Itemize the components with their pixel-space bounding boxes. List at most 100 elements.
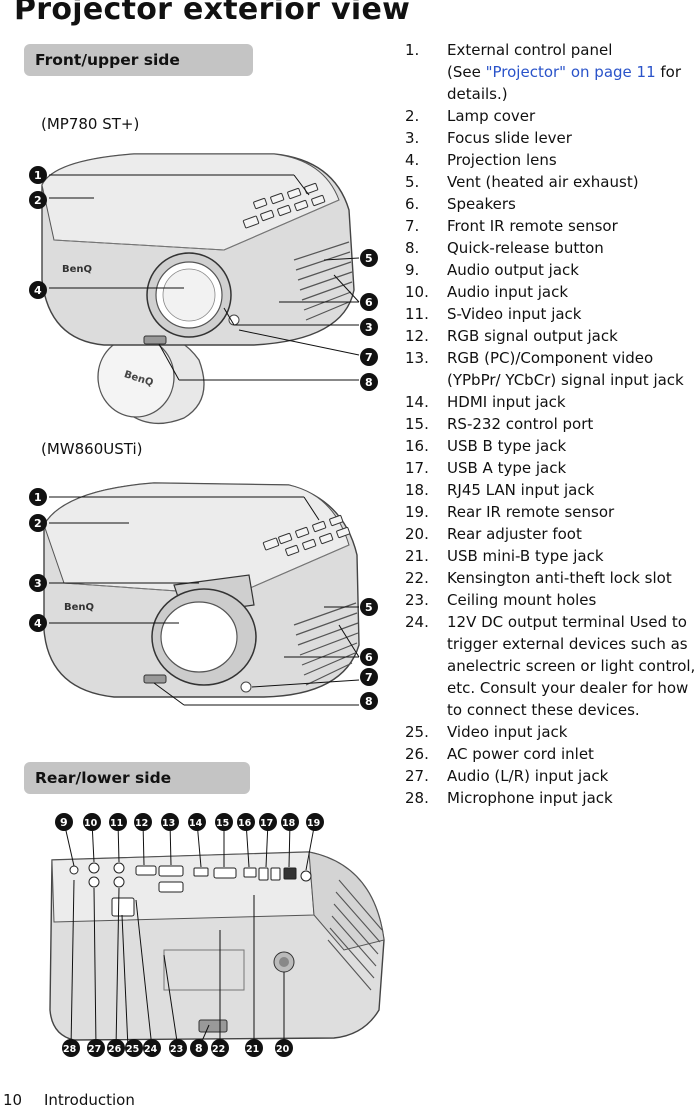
- callout-1: 1: [34, 169, 42, 182]
- callout-18: 18: [282, 818, 296, 829]
- list-item: 12. RGB signal output jack: [405, 325, 699, 347]
- callout-13: 13: [162, 818, 175, 829]
- projector-front-illustration-mw860: BenQ 1 2 3 4 5 6 7 8: [29, 482, 378, 710]
- list-item-label: Front IR remote sensor: [447, 217, 618, 235]
- list-item: 25.Video input jack: [405, 721, 699, 743]
- model-label-mp780: (MP780 ST+): [41, 115, 140, 133]
- callout-24: 24: [144, 1044, 158, 1055]
- list-item-label: HDMI input jack: [447, 393, 566, 411]
- benq-logo-body-1: BenQ: [62, 264, 92, 275]
- list-item-number: 14.: [405, 393, 429, 411]
- callout-1b: 1: [34, 491, 42, 504]
- callout-8c: 8: [195, 1042, 203, 1055]
- list-item-label: Audio output jack: [447, 261, 579, 279]
- model-label-mw860: (MW860USTi): [41, 440, 143, 458]
- list-item: 9.Audio output jack: [405, 259, 699, 281]
- callout-10: 10: [84, 818, 98, 829]
- list-item: 8. Quick-release button: [405, 237, 699, 259]
- list-item-label: RS-232 control port: [447, 415, 594, 433]
- list-item: 7. Front IR remote sensor: [405, 215, 699, 237]
- callouts-rear-bottom: 28 27 26 25 24 23 8 22 21 20: [62, 1039, 293, 1057]
- list-item: 1. External control panel (See "Projecto…: [405, 39, 699, 105]
- list-item-number: 16.: [405, 437, 429, 455]
- callout-27: 27: [88, 1044, 101, 1055]
- callout-6: 6: [365, 296, 373, 309]
- callout-8b: 8: [365, 695, 373, 708]
- lens-cap-image: BenQ: [97, 334, 205, 424]
- list-item-label: S-Video input jack: [447, 305, 582, 323]
- callout-25: 25: [126, 1044, 139, 1055]
- list-item: 20.Rear adjuster foot: [405, 523, 699, 545]
- list-item-label: Microphone input jack: [447, 789, 613, 807]
- list-item-number: 27.: [405, 767, 429, 785]
- callout-19: 19: [307, 818, 320, 829]
- callout-14: 14: [189, 818, 203, 829]
- list-item-label: Audio input jack: [447, 283, 569, 301]
- projector-body-2: BenQ: [43, 482, 360, 698]
- list-item: 3. Focus slide lever: [405, 127, 699, 149]
- callout-5b: 5: [365, 601, 373, 614]
- footer-section-name: Introduction: [44, 1091, 135, 1109]
- callout-21: 21: [246, 1044, 259, 1055]
- list-item-label: Ceiling mount holes: [447, 591, 597, 609]
- list-item: 4.Projection lens: [405, 149, 699, 171]
- list-item-number: 18.: [405, 481, 429, 499]
- list-item-number: 26.: [405, 745, 429, 763]
- list-item-label: Rear adjuster foot: [447, 525, 582, 543]
- list-item-number: 10.: [405, 283, 429, 301]
- list-item-label: USB A type jack: [447, 459, 567, 477]
- callout-12: 12: [135, 818, 148, 829]
- callouts-rear-top: 9 10 11 12 13 14 15 16 17 18 19: [55, 813, 324, 831]
- list-item-label: Lamp cover: [447, 107, 536, 125]
- list-item-label: RGB (PC)/Component video (YPbPr/ YCbCr) …: [447, 349, 684, 389]
- callout-7b: 7: [365, 671, 373, 684]
- list-item-number: 3.: [405, 129, 420, 147]
- list-item-label: Speakers: [447, 195, 516, 213]
- list-item-number: 17.: [405, 459, 429, 477]
- list-item: 14. HDMI input jack: [405, 391, 699, 413]
- list-item-number: 2.: [405, 107, 420, 125]
- list-item-label: Rear IR remote sensor: [447, 503, 615, 521]
- list-item: 27.Audio (L/R) input jack: [405, 765, 699, 787]
- page-link[interactable]: "Projector" on page 11: [485, 63, 656, 81]
- list-item-number: 19.: [405, 503, 429, 521]
- callouts-front-1: 1 2 4 5 6 3 7 8: [29, 166, 378, 391]
- list-item: 23.Ceiling mount holes: [405, 589, 699, 611]
- section-front-header: Front/upper side: [24, 44, 253, 76]
- list-item: 17. USB A type jack: [405, 457, 699, 479]
- list-item: 13. RGB (PC)/Component video (YPbPr/ YCbC…: [405, 347, 699, 391]
- list-item-number: 25.: [405, 723, 429, 741]
- callout-16: 16: [238, 818, 252, 829]
- list-item-text: External control panel (See "Projector" …: [447, 39, 699, 105]
- projector-body: BenQ: [41, 153, 355, 346]
- list-item-label: External control panel: [447, 41, 613, 59]
- list-item: 2. Lamp cover: [405, 105, 699, 127]
- list-item: 16.USB B type jack: [405, 435, 699, 457]
- list-item-label: Kensington anti-theft lock slot: [447, 569, 672, 587]
- page-title: Projector exterior view: [14, 0, 411, 27]
- callout-22: 22: [212, 1044, 225, 1055]
- list-item-number: 28.: [405, 789, 429, 807]
- callout-8: 8: [365, 376, 373, 389]
- callout-9: 9: [60, 816, 68, 829]
- projector-rear-body: [49, 851, 385, 1041]
- list-item-number: 13.: [405, 349, 429, 367]
- list-item-number: 7.: [405, 217, 420, 235]
- list-item-number: 22.: [405, 569, 429, 587]
- list-item-label: Projection lens: [447, 151, 557, 169]
- callout-5: 5: [365, 252, 373, 265]
- list-item: 10. Audio input jack: [405, 281, 699, 303]
- list-item-number: 24.: [405, 613, 429, 631]
- list-item-label: AC power cord inlet: [447, 745, 594, 763]
- projector-front-illustration-mp780: BenQ: [29, 153, 378, 424]
- callout-17: 17: [260, 818, 273, 829]
- callout-2b: 2: [34, 517, 42, 530]
- list-item-number: 8.: [405, 239, 420, 257]
- list-item: 22. Kensington anti-theft lock slot: [405, 567, 699, 589]
- list-item-label: RGB signal output jack: [447, 327, 618, 345]
- list-item-number: 12.: [405, 327, 429, 345]
- callout-3b: 3: [34, 577, 42, 590]
- list-item-label: Focus slide lever: [447, 129, 572, 147]
- list-item-label: Quick-release button: [447, 239, 604, 257]
- list-item: 24.12V DC output terminal Used to trigge…: [405, 611, 699, 721]
